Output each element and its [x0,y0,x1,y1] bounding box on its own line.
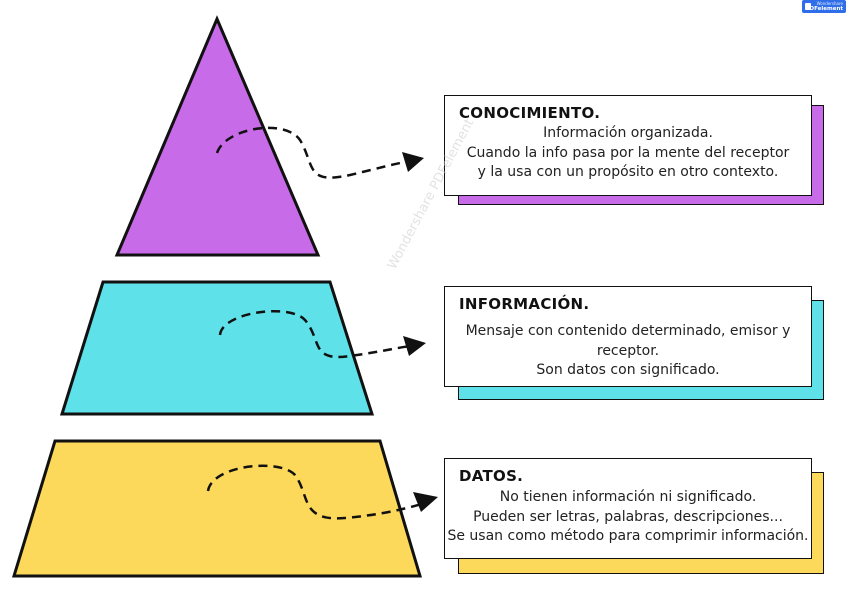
pdfelement-badge: Wondershare PDFelement [802,0,846,13]
card-body-conocimiento: Información organizada. Cuando la info p… [445,124,811,183]
card-conocimiento: CONOCIMIENTO. Información organizada. Cu… [444,95,812,196]
card-line: Información organizada. [543,125,713,141]
badge-line2: PDFelement [805,6,843,12]
connector-arrow-bottom [206,464,429,520]
card-line: Pueden ser letras, palabras, descripcion… [473,508,783,525]
badge-line1: Wondershare [816,1,843,6]
card-title-informacion: INFORMACIÓN. [459,295,590,313]
card-body-datos: No tienen información ni significado. Pu… [445,488,811,547]
connector-arrow-top [215,126,419,179]
card-informacion: INFORMACIÓN. Mensaje con contenido deter… [444,286,812,387]
arrowhead-bottom [413,492,438,512]
card-title-conocimiento: CONOCIMIENTO. [459,104,601,122]
connector-arrow-middle [218,309,419,359]
card-body-informacion: Mensaje con contenido determinado, emiso… [445,322,811,381]
card-line: receptor. [596,342,660,359]
card-line: Mensaje con contenido determinado, emiso… [465,323,791,339]
card-line: Son datos con significado. [536,362,720,378]
pyramid-level-bottom [11,439,423,578]
card-line: y la usa con un propósito en otro contex… [477,164,779,180]
arrowhead-top [402,152,424,172]
pyramid-level-top [114,15,321,257]
card-datos: DATOS. No tienen información ni signific… [444,458,812,559]
card-line: Se usan como método para comprimir infor… [447,528,809,544]
pdfelement-logo-icon [805,3,811,10]
pyramid-level-middle [59,280,375,416]
card-title-datos: DATOS. [459,467,524,485]
card-line: No tienen información ni significado. [499,489,757,505]
card-line: Cuando la info pasa por la mente del rec… [466,144,790,161]
arrowhead-middle [403,336,426,356]
